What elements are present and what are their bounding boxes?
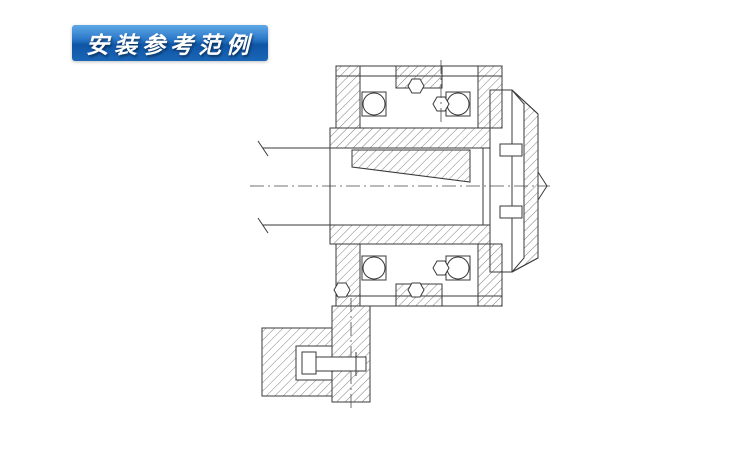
taper-bushing [351, 149, 471, 183]
hex-bolt-top [407, 78, 425, 94]
bearing-ball-bottom-left [362, 256, 386, 280]
bearing-ball-top-left [362, 92, 386, 116]
top-bearing-assembly [335, 60, 503, 129]
torque-arm [331, 282, 371, 412]
cover-bolt-lower [499, 205, 523, 219]
cover-bolt-upper [499, 143, 523, 157]
bottom-bearing-assembly [335, 243, 503, 307]
end-cover [489, 89, 548, 273]
section-banner-label: 安装参考范例 [86, 32, 254, 58]
hex-bolt-bottom [407, 282, 425, 298]
anchor-bolt-shaft [315, 356, 367, 372]
bearing-ball-top-right [446, 92, 470, 116]
hex-nut-bottom [432, 260, 450, 276]
anchor-bolt-head [301, 351, 317, 375]
bearing-ball-bottom-right [446, 256, 470, 280]
torque-arm-hex-bolt [333, 282, 351, 298]
section-banner: 安装参考范例 [72, 25, 268, 61]
mounting-base [261, 327, 367, 397]
cover-notch [537, 171, 548, 201]
